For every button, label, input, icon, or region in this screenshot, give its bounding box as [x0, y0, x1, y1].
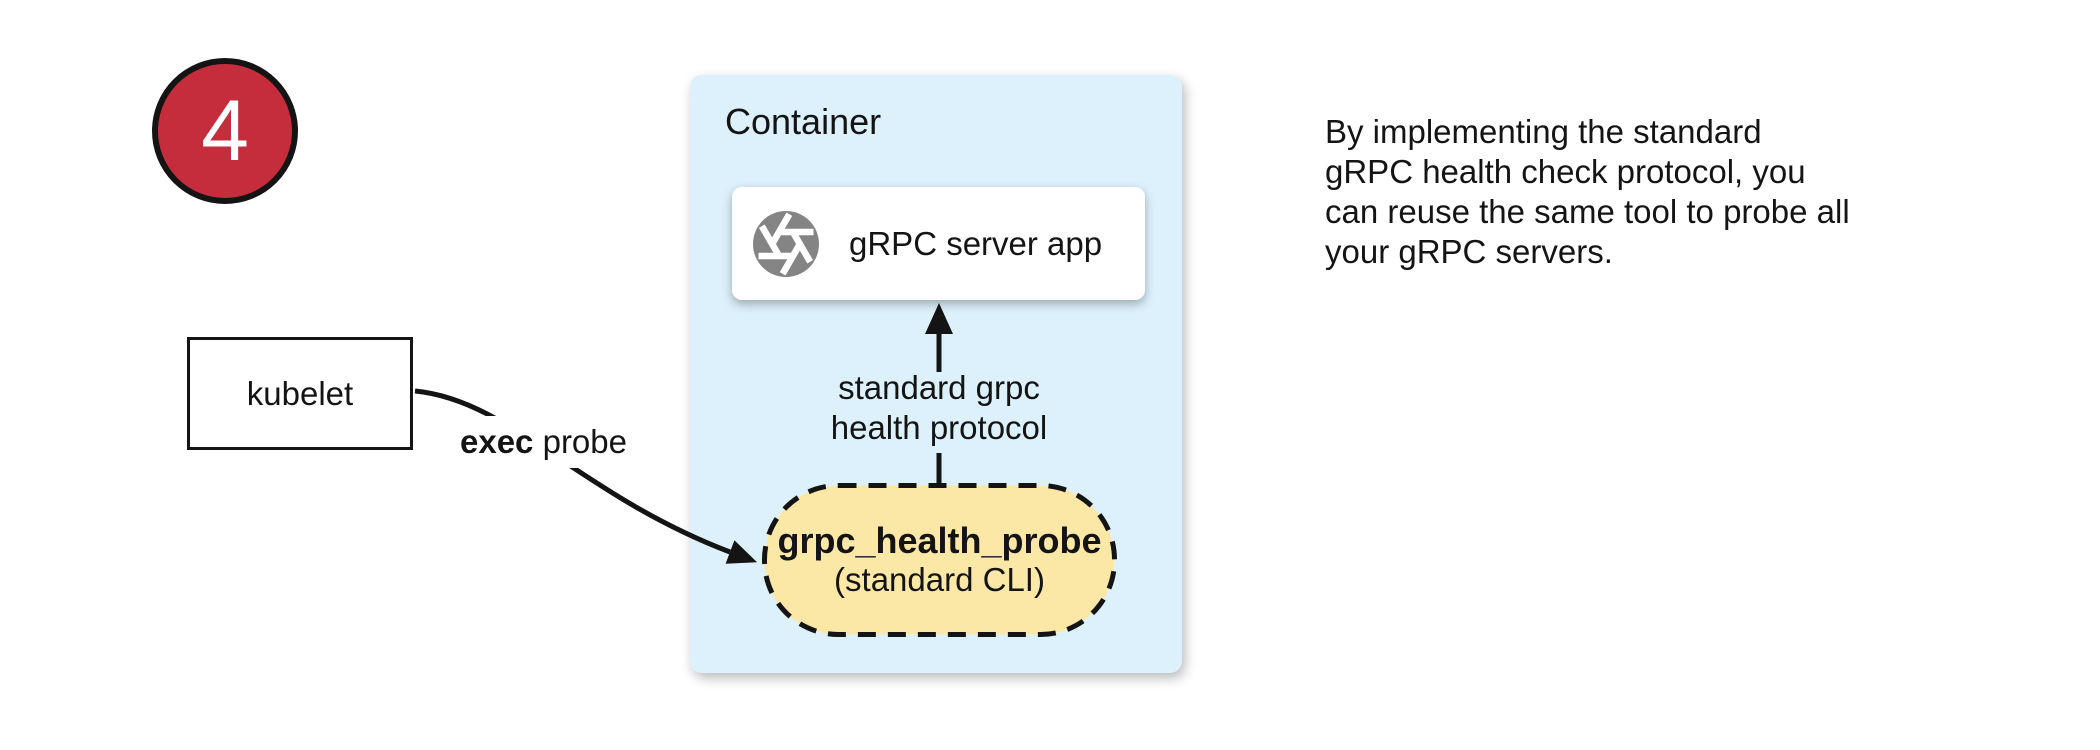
health-arrowhead — [925, 303, 953, 334]
aperture-icon — [753, 210, 819, 277]
kubelet-label: kubelet — [246, 374, 354, 412]
probe-pill-shape — [762, 483, 1117, 637]
grpc-server-label: gRPC server app — [849, 224, 1103, 262]
container-title: Container — [725, 101, 882, 142]
probe-pill-title: grpc_health_probe — [777, 520, 1102, 561]
step-badge: 4 — [152, 58, 298, 204]
exec-label-bold: exec — [460, 423, 534, 460]
probe-pill: grpc_health_probe (standard CLI) — [762, 483, 1117, 637]
kubelet-box: kubelet — [187, 337, 413, 450]
exec-probe-arrowhead — [725, 540, 758, 564]
exec-label-rest: probe — [533, 423, 627, 460]
exec-probe-label: exec probe — [450, 416, 637, 468]
step-number: 4 — [201, 83, 249, 179]
grpc-server-box: gRPC server app — [732, 187, 1145, 300]
probe-pill-subtitle: (standard CLI) — [834, 561, 1045, 598]
